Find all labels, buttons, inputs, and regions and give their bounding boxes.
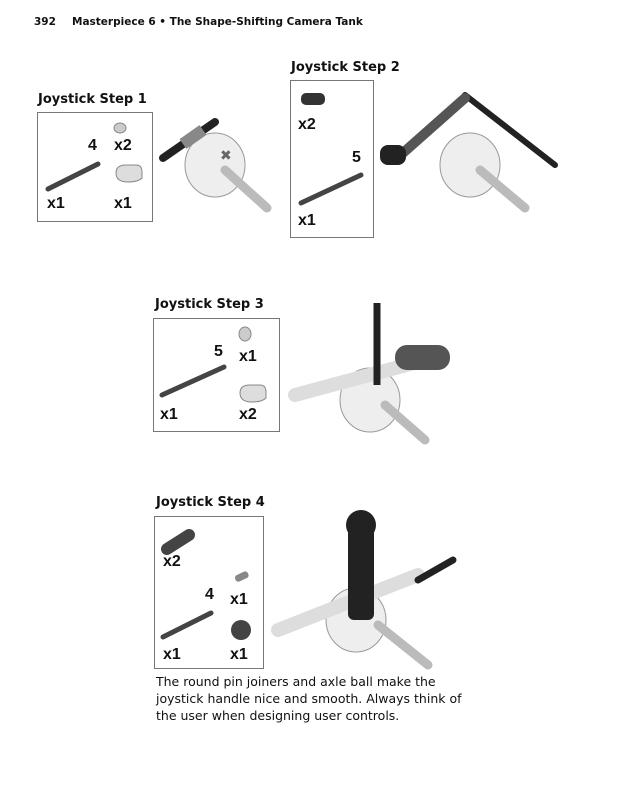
step-1-assembly-illustration: ✖ xyxy=(159,118,272,213)
qty-connector: x1 xyxy=(230,591,248,608)
axle-icon xyxy=(160,610,214,640)
qty-joiner: x2 xyxy=(239,406,257,423)
connector-icon xyxy=(234,571,249,582)
step-2-parts-icons xyxy=(298,93,364,206)
step-1-parts-icons xyxy=(45,122,143,192)
axle-icon xyxy=(45,161,101,192)
svg-text:✖: ✖ xyxy=(220,148,232,164)
step-4-caption: The round pin joiners and axle ball make… xyxy=(156,674,462,723)
bushing-icon xyxy=(238,326,252,342)
axle-icon xyxy=(159,364,227,398)
step-3-parts-icons xyxy=(159,326,267,403)
axle-length: 4 xyxy=(88,137,97,154)
step-2-parts-box: x2 5 x1 xyxy=(290,80,374,238)
axle-length: 4 xyxy=(205,586,214,603)
ball-icon xyxy=(231,620,251,640)
step-4-assembly-illustration xyxy=(271,510,457,670)
step-3-parts-box: 5 x1 x1 x2 xyxy=(153,318,280,432)
qty-axle: x1 xyxy=(163,646,181,663)
axle-length: 5 xyxy=(214,343,223,360)
qty-bushing: x1 xyxy=(239,348,257,365)
bushing-icon xyxy=(113,122,127,134)
axle-length: 5 xyxy=(352,149,361,166)
qty-cross-block: x2 xyxy=(298,116,316,133)
step-3-title: Joystick Step 3 xyxy=(155,297,264,312)
qty-axle: x1 xyxy=(298,212,316,229)
step-2-assembly-illustration xyxy=(380,92,558,213)
qty-bushing: x2 xyxy=(114,137,132,154)
running-title: Masterpiece 6 • The Shape-Shifting Camer… xyxy=(72,16,363,28)
step-4-title: Joystick Step 4 xyxy=(156,495,265,510)
step-4-parts-box: x2 4 x1 x1 x1 xyxy=(154,516,264,669)
axle-icon xyxy=(298,172,364,206)
step-1-title: Joystick Step 1 xyxy=(38,92,147,107)
pin-joiner-icon xyxy=(161,529,195,555)
step-1-parts-box: 4 x2 x1 x1 xyxy=(37,112,153,222)
qty-joiner: x1 xyxy=(114,195,132,212)
qty-axle: x1 xyxy=(160,406,178,423)
step-2-title: Joystick Step 2 xyxy=(291,60,400,75)
qty-pin-joiner: x2 xyxy=(163,553,181,570)
qty-ball: x1 xyxy=(230,646,248,663)
step-4-parts-icons xyxy=(160,529,251,640)
page-number: 392 xyxy=(34,16,56,28)
cross-block-icon xyxy=(301,93,325,105)
joiner-icon xyxy=(115,164,143,183)
qty-axle: x1 xyxy=(47,195,65,212)
joiner-icon xyxy=(239,384,267,403)
step-3-assembly-illustration xyxy=(288,303,450,445)
